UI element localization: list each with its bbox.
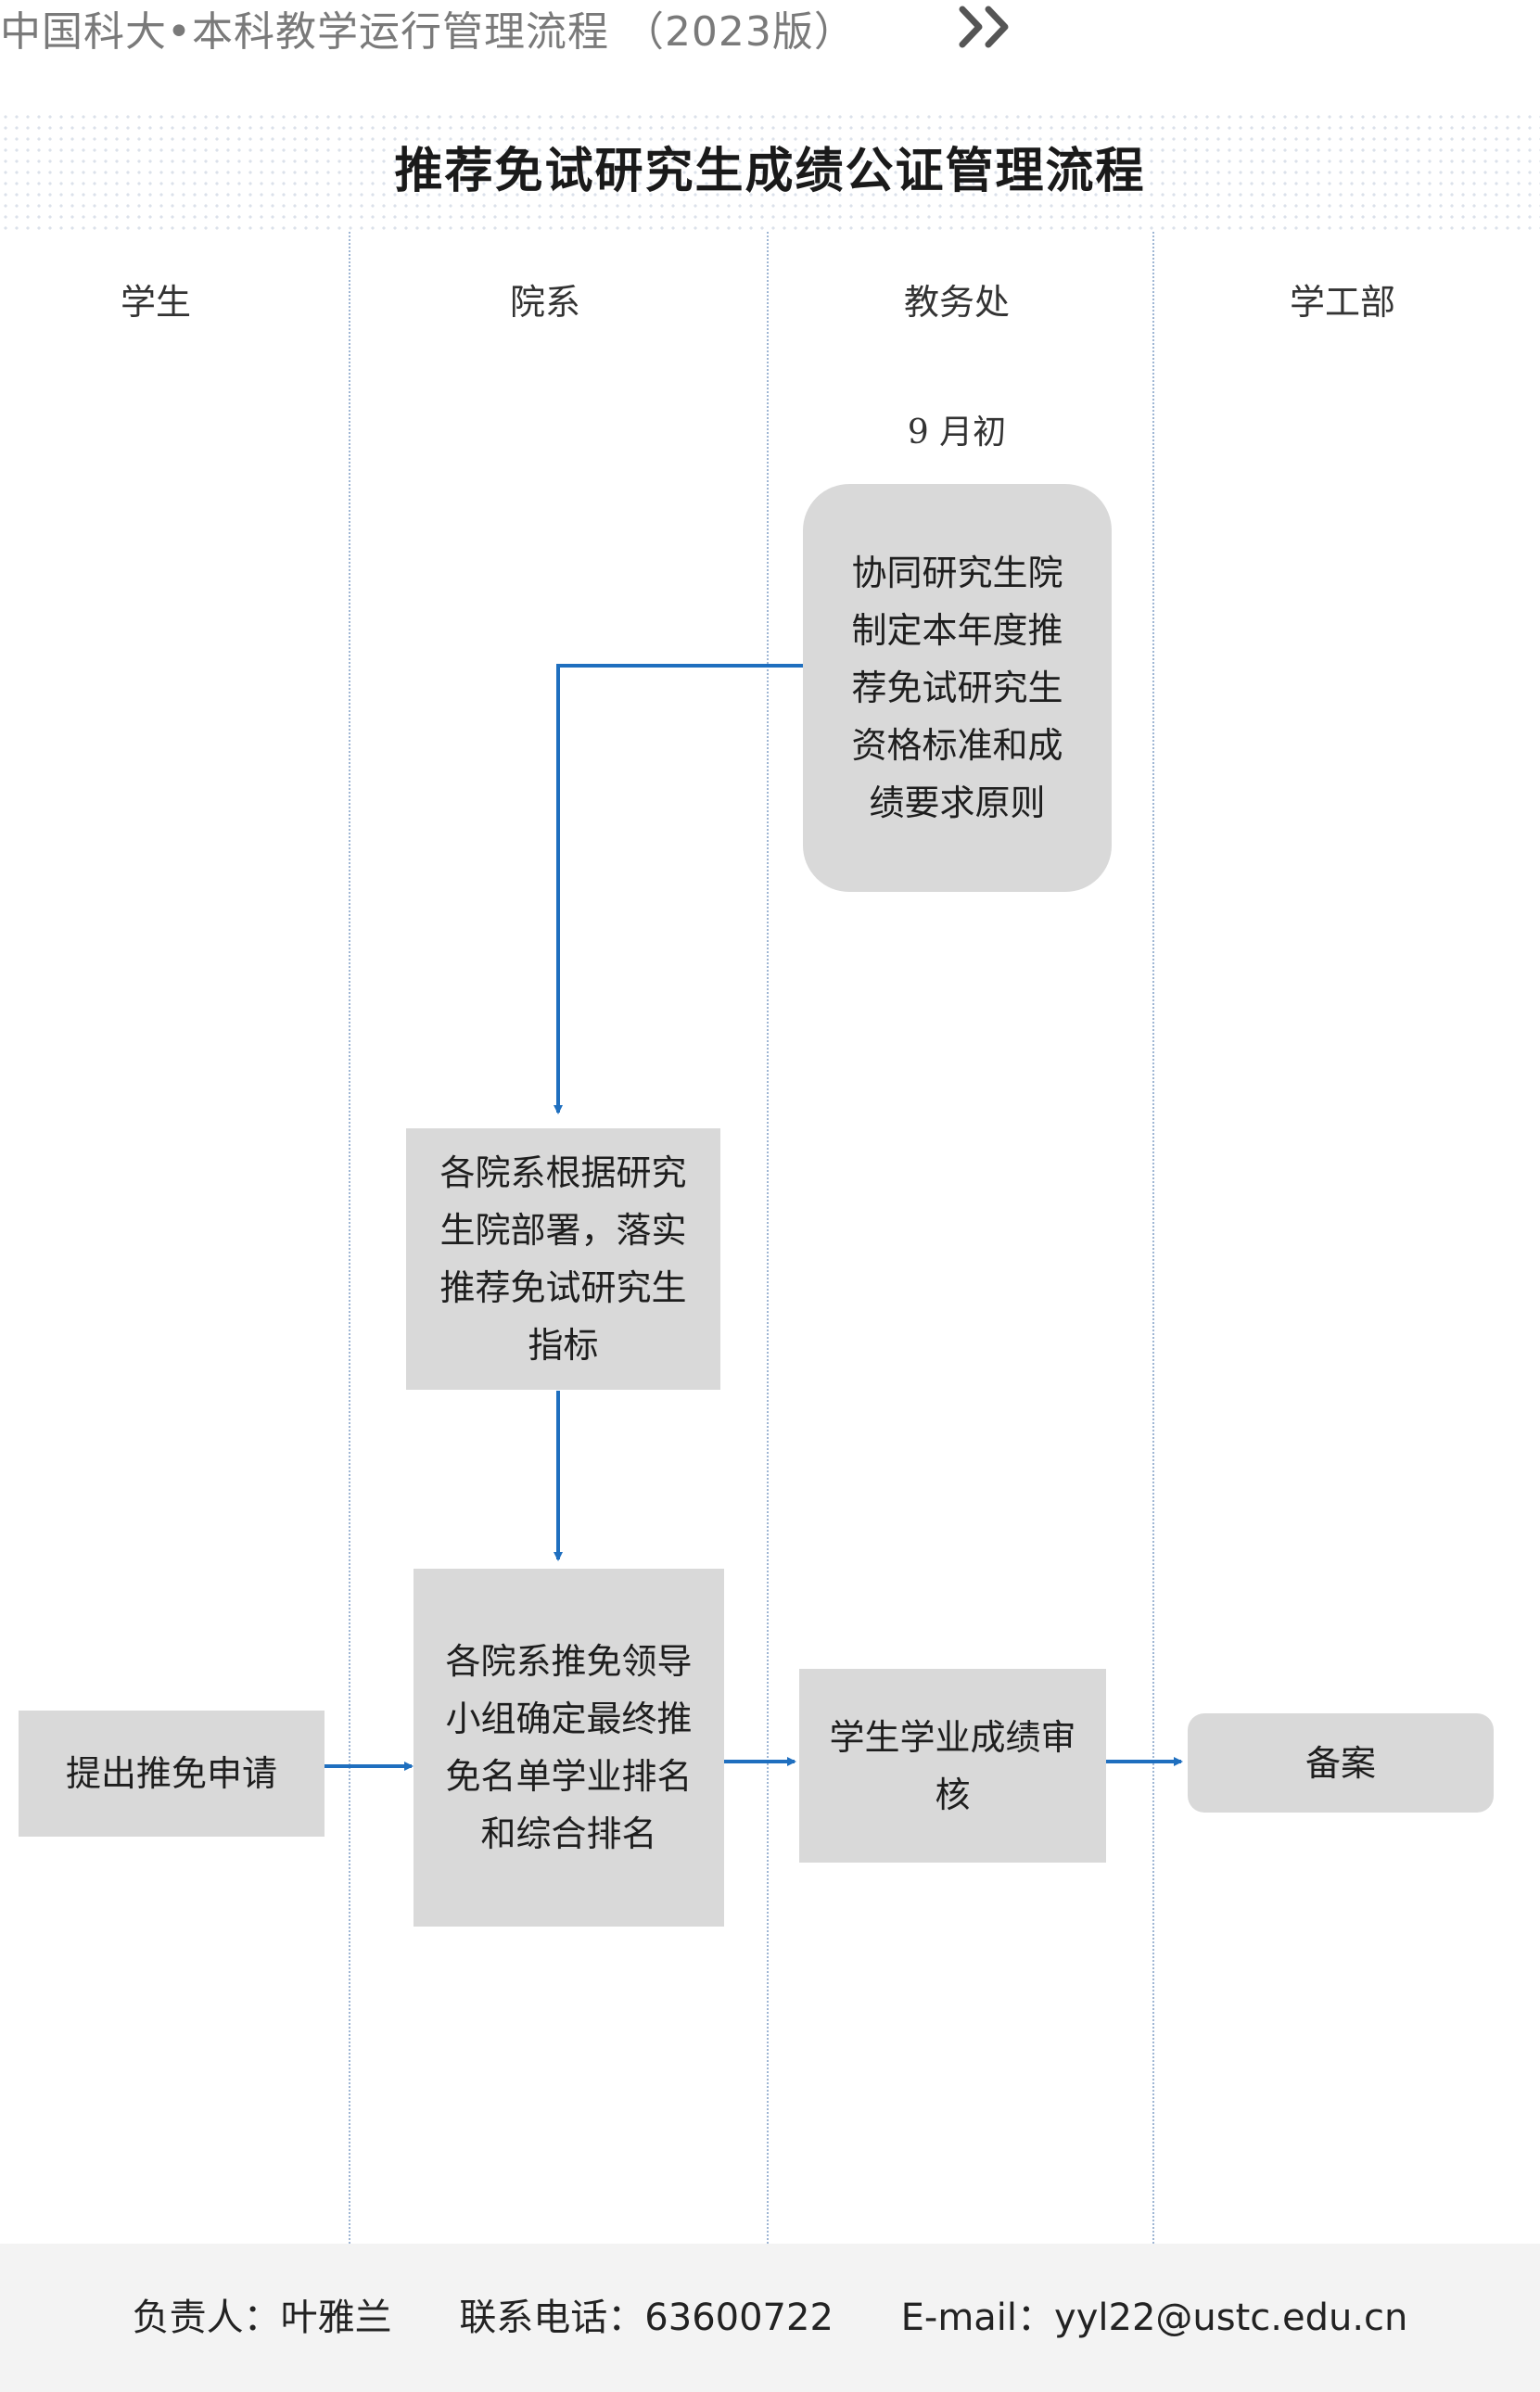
footer: 负责人：叶雅兰 联系电话：63600722 E-mail：yyl22@ustc.… — [0, 2244, 1540, 2392]
lane-label-academic-affairs: 教务处 — [903, 282, 1011, 323]
step-review-text: 学生学业成绩审核 — [829, 1716, 1076, 1815]
phone-text: 联系电话：63600722 — [459, 2297, 834, 2339]
step-quota: 各院系根据研究生院部署，落实推荐免试研究生指标 — [406, 1128, 720, 1390]
flow-title: 推荐免试研究生成绩公证管理流程 — [394, 144, 1146, 199]
step-record-text: 备案 — [1305, 1742, 1376, 1784]
email-text: E-mail：yyl22@ustc.edu.cn — [900, 2297, 1408, 2339]
lane-label-department: 院系 — [509, 282, 581, 323]
document-title: 中国科大•本科教学运行管理流程 （2023版） — [0, 8, 856, 56]
lane-label-student: 学生 — [120, 282, 192, 323]
title-banner: 推荐免试研究生成绩公证管理流程 — [0, 111, 1540, 232]
step-final-list: 各院系推免领导小组确定最终推免名单学业排名和综合排名 — [414, 1569, 724, 1927]
step-apply: 提出推免申请 — [19, 1711, 325, 1837]
lane-label-student-affairs: 学工部 — [1289, 282, 1396, 323]
lane-divider — [1152, 232, 1154, 2244]
owner-text: 负责人：叶雅兰 — [132, 2297, 392, 2339]
contact-line: 负责人：叶雅兰 联系电话：63600722 E-mail：yyl22@ustc.… — [0, 2244, 1540, 2392]
step-final-list-text: 各院系推免领导小组确定最终推免名单学业排名和综合排名 — [445, 1641, 693, 1854]
step-principles: 协同研究生院制定本年度推荐免试研究生资格标准和成绩要求原则 — [803, 484, 1112, 892]
double-chevron-right-icon — [959, 6, 1009, 48]
time-note: 9 月初 — [907, 414, 1007, 452]
step-apply-text: 提出推免申请 — [65, 1753, 277, 1794]
lane-divider — [767, 232, 769, 2244]
step-quota-text: 各院系根据研究生院部署，落实推荐免试研究生指标 — [439, 1152, 687, 1366]
lane-divider — [349, 232, 350, 2244]
header: 中国科大•本科教学运行管理流程 （2023版） — [0, 0, 1113, 56]
step-principles-text: 协同研究生院制定本年度推荐免试研究生资格标准和成绩要求原则 — [851, 553, 1063, 823]
step-review: 学生学业成绩审核 — [799, 1669, 1106, 1863]
step-record: 备案 — [1188, 1713, 1494, 1813]
